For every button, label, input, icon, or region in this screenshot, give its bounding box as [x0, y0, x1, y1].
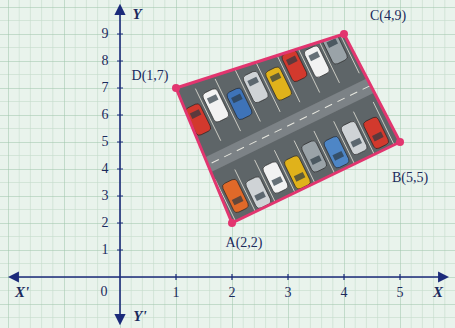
tick-number: 1 — [102, 243, 109, 257]
tick-number: 9 — [102, 27, 109, 41]
tick-number: 1 — [173, 286, 180, 300]
tick-number: 2 — [102, 216, 109, 230]
x-axis-label: X' — [15, 285, 29, 300]
tick-number: 4 — [341, 286, 348, 300]
vertex-dots — [172, 30, 404, 227]
point-label: B(5,5) — [390, 170, 430, 186]
point-label: D(1,7) — [130, 68, 171, 84]
tick-number: 7 — [102, 81, 109, 95]
y-axis — [119, 6, 121, 323]
parking-lot-picture — [150, 15, 420, 240]
tick-number: 8 — [102, 54, 109, 68]
point-label: A(2,2) — [224, 235, 265, 251]
axis-ticks — [117, 34, 400, 280]
tick-number: 2 — [229, 286, 236, 300]
quadrilateral-abcd — [176, 34, 400, 223]
x-axis-label: X — [433, 285, 443, 300]
tick-number: 6 — [102, 108, 109, 122]
y-axis-label: Y' — [133, 309, 146, 324]
tick-number: 5 — [397, 286, 404, 300]
x-axis — [10, 276, 447, 278]
tick-number: 3 — [102, 189, 109, 203]
y-axis-label: Y — [132, 7, 141, 22]
tick-number: 4 — [102, 162, 109, 176]
origin-label: 0 — [101, 285, 108, 299]
tick-number: 5 — [102, 135, 109, 149]
tick-number: 3 — [285, 286, 292, 300]
point-label: C(4,9) — [368, 8, 408, 24]
